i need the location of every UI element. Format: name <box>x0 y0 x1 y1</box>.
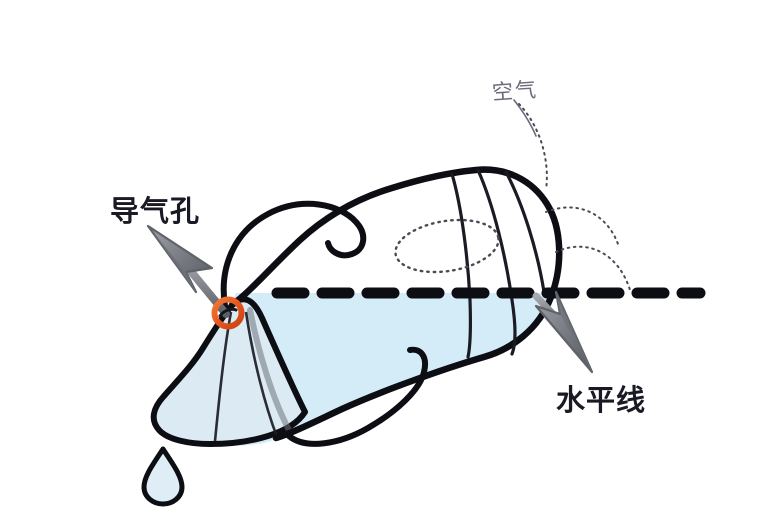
label-air: 空气 <box>491 77 539 105</box>
vent-hole-mark <box>218 307 238 318</box>
label-air-vent: 导气孔 <box>110 194 201 228</box>
bottle-body <box>228 166 563 442</box>
vent-arrow-head-facet <box>148 226 196 292</box>
air-flow-arc-2 <box>545 206 619 245</box>
water-droplet <box>141 446 185 507</box>
vent-hole-highlight-ring[interactable] <box>211 296 245 330</box>
air-label-leader <box>513 99 537 137</box>
lower-handle-loop <box>286 346 428 447</box>
upper-handle-loop <box>220 200 367 309</box>
horizon-arrow-head-facet <box>556 292 592 372</box>
label-horizontal-line: 水平线 <box>556 383 647 417</box>
air-flow-arcs <box>518 103 631 291</box>
nipple-shade-stripe <box>247 307 293 435</box>
inner-bottle-ellipse <box>394 218 500 274</box>
air-flow-arc-3 <box>555 245 631 291</box>
vent-pointer-arrow <box>146 224 230 318</box>
horizon-pointer-arrow <box>532 290 594 374</box>
